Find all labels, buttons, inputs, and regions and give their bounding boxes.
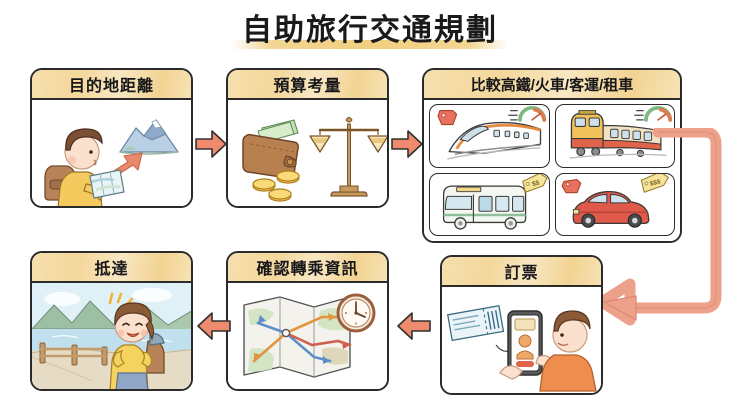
step-card-booking[interactable]: 訂票 [440,255,603,395]
step-card-header: 抵達 [32,253,191,283]
page-title-wrap: 自助旅行交通規劃 [0,14,740,49]
step-card-destination-distance[interactable]: 目的地距離 [30,68,193,208]
step-card-arrive[interactable]: 抵達 [30,251,193,391]
connector-arrow-left-1 [396,310,432,342]
illustration-map-routes-clock [228,283,387,389]
connector-arrow-right-2 [390,128,424,160]
price-tag-bus: $$ [531,179,540,188]
transport-option-car[interactable]: $$$ [554,172,675,236]
step-card-compare-transport[interactable]: 比較高鐵/火車/客運/租車 [422,68,682,243]
page-title-text: 自助旅行交通規劃 [242,14,498,47]
transport-option-train[interactable] [554,104,675,168]
hiker-lake-mountain-icon [32,283,191,389]
illustration-arrival-viewpoint [32,283,191,389]
folded-map-clock-icon [243,293,376,378]
illustration-traveler-with-map [32,100,191,206]
high-speed-rail-icon [437,105,547,160]
step-card-header: 預算考量 [228,70,387,100]
rental-car-icon: $$$ [561,173,669,228]
page-title: 自助旅行交通規劃 [232,14,508,49]
step-card-header: 目的地距離 [32,70,191,100]
transport-options-grid: $$ [424,100,680,241]
traveler-map-mountain-icon [44,119,179,206]
step-card-header: 訂票 [442,257,601,287]
transport-option-bus[interactable]: $$ [429,172,550,236]
phone-booking-ticket-icon [446,305,597,392]
wallet-coins-scale-icon [242,117,387,202]
illustration-booking-on-phone [442,287,601,393]
connector-arrow-right-1 [194,128,228,160]
connector-arrow-left-2 [196,310,232,342]
coach-bus-icon: $$ [442,173,548,230]
step-card-transfer-info[interactable]: 確認轉乘資訊 [226,251,389,391]
local-train-icon [569,105,672,159]
step-card-header: 比較高鐵/火車/客運/租車 [424,70,680,100]
illustration-wallet-and-scale [228,100,387,206]
price-tag-car: $$$ [649,178,662,188]
connector-arrow-wrap-down-left [596,126,730,340]
transport-option-hsr[interactable] [429,104,550,168]
step-card-budget[interactable]: 預算考量 [226,68,389,208]
step-card-header: 確認轉乘資訊 [228,253,387,283]
